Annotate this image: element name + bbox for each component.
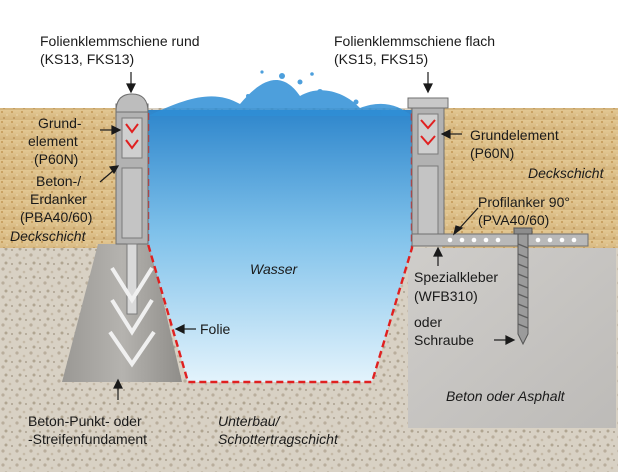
foundation-label-1: Beton-Punkt- oder	[28, 413, 142, 429]
round-clamp-rail-assembly	[108, 93, 156, 368]
special-adhesive-label: Spezialkleber	[414, 269, 499, 285]
water-body	[148, 110, 412, 382]
leader-lines	[99, 72, 516, 400]
ground-anchor-label-2: Erdanker	[30, 191, 87, 207]
concrete-asphalt-block	[408, 248, 616, 428]
right-base-element-code: (P60N)	[470, 145, 515, 161]
flat-clamp-rail-assembly	[407, 97, 589, 346]
screw-label: Schraube	[414, 332, 474, 348]
round-rail-title: Folienklemmschiene rund	[40, 33, 200, 49]
ground-anchor-label-1: Beton-/	[36, 173, 82, 189]
foil-line	[116, 110, 440, 384]
flat-rail-title: Folienklemmschiene flach	[334, 33, 496, 49]
concrete-asphalt-label: Beton oder Asphalt	[446, 388, 565, 404]
left-sand-layer	[0, 108, 117, 248]
profile-anchor-code: (PVA40/60)	[478, 212, 550, 228]
subbase-label-1: Unterbau/	[218, 413, 280, 429]
foundation-label-2: -Streifenfundament	[28, 431, 148, 447]
foil-label: Folie	[200, 321, 231, 337]
round-rail-codes: (KS13, FKS13)	[40, 51, 135, 67]
right-cover-layer-label: Deckschicht	[528, 165, 604, 181]
left-base-element-label-1: Grund-	[38, 115, 82, 131]
profile-anchor-label: Profilanker 90°	[478, 194, 570, 210]
special-adhesive-code: (WFB310)	[414, 288, 478, 304]
water-label: Wasser	[250, 261, 298, 277]
flat-rail-codes: (KS15, FKS15)	[334, 51, 429, 67]
subbase-label-2: Schottertragschicht	[218, 431, 338, 447]
left-cover-layer-label: Deckschicht	[10, 228, 86, 244]
left-base-element-code: (P60N)	[34, 151, 79, 167]
right-base-element-label: Grundelement	[470, 127, 559, 143]
water-splash	[148, 70, 412, 116]
ground-anchor-code: (PBA40/60)	[20, 209, 93, 225]
left-base-element-label-2: element	[28, 133, 78, 149]
or-label: oder	[414, 314, 443, 330]
right-sand-layer	[442, 108, 618, 248]
